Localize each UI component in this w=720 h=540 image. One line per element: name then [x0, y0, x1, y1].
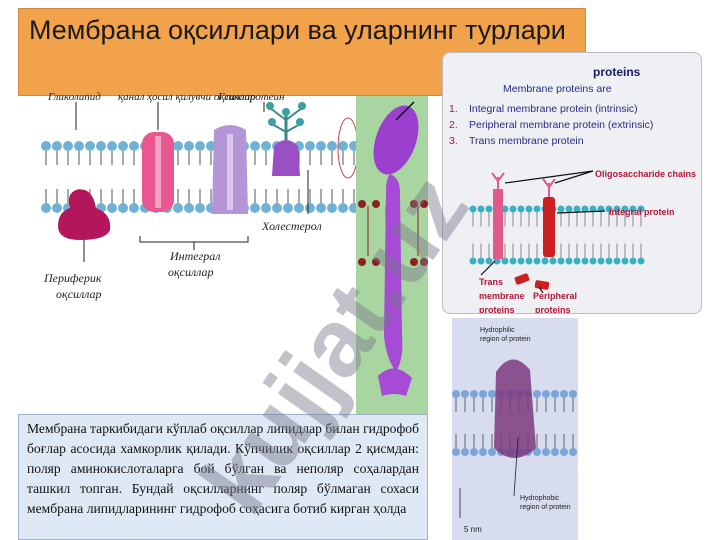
membrane-illustration: Гликолипид қанал ҳосил қилувчи оқсиллар … [41, 91, 359, 301]
panel-intro: Membrane proteins are [503, 83, 612, 95]
peripheral-protein-icon [58, 189, 111, 262]
panel-lipid-bilayer [469, 205, 645, 265]
label-peripheral-1: Peripheral [533, 291, 578, 301]
middle-protein-image [356, 96, 428, 414]
label-hydrophilic-2: region of protein [480, 336, 531, 343]
body-text: Мембрана таркибидаги кўплаб оқсиллар лип… [27, 421, 419, 516]
label-trans-2: membrane [479, 291, 525, 301]
label-oligosaccharide: Oligosaccharide chains [595, 169, 697, 179]
label-peripheral-1: Периферик [43, 271, 102, 285]
label-trans-3: proteins [479, 305, 515, 314]
label-integral-protein: Integral protein [609, 207, 675, 217]
glycoprotein-icon [266, 102, 306, 176]
label-hydrophobic-2: region of protein [520, 504, 571, 511]
bottom-right-image: Hydrophilic region of protein Hydrophobi… [452, 318, 578, 540]
label-peripheral-2: оқсиллар [56, 287, 102, 301]
list-item-1: Integral membrane protein (intrinsic) [469, 103, 638, 115]
body-text-box: Мембрана таркибидаги кўплаб оқсиллар лип… [18, 414, 428, 540]
panel-header: proteins [593, 65, 641, 79]
hydrophobic-region-illustration: Hydrophilic region of protein Hydrophobi… [452, 318, 578, 540]
panel-membrane-illustration [469, 170, 645, 294]
list-item-2: Peripheral membrane protein (extrinsic) [469, 119, 654, 131]
page-title: Мембрана оқсиллари ва уларнинг турлари [29, 15, 566, 45]
label-hydrophilic-1: Hydrophilic [480, 327, 515, 334]
list-item-2-num: 2. [449, 119, 458, 131]
label-trans-1: Trans [479, 277, 504, 287]
left-membrane-diagram: Гликолипид қанал ҳосил қилувчи оқсиллар … [18, 90, 359, 320]
right-info-panel: proteins Membrane proteins are 1. Integr… [442, 52, 702, 314]
label-cholesterol: Холестерол [261, 219, 322, 233]
label-channel-proteins: қанал ҳосил қилувчи оқсиллар [118, 91, 256, 103]
list-item-3-num: 3. [449, 135, 458, 147]
label-peripheral-2: proteins [535, 305, 571, 314]
label-integral-2: оқсиллар [168, 265, 214, 279]
label-hydrophobic-1: Hydrophobic [520, 495, 560, 502]
label-glycolipid: Гликолипид [47, 91, 101, 103]
transmembrane-protein-illustration [356, 96, 428, 414]
list-item-1-num: 1. [449, 103, 458, 115]
label-integral-1: Интеграл [169, 249, 221, 263]
label-glycoprotein: Гликопротеин [217, 91, 285, 103]
list-item-3: Trans membrane protein [469, 135, 584, 147]
scale-label: 5 nm [464, 525, 482, 534]
channel-protein-pink-icon [142, 132, 174, 212]
channel-protein-purple-icon [212, 125, 248, 214]
